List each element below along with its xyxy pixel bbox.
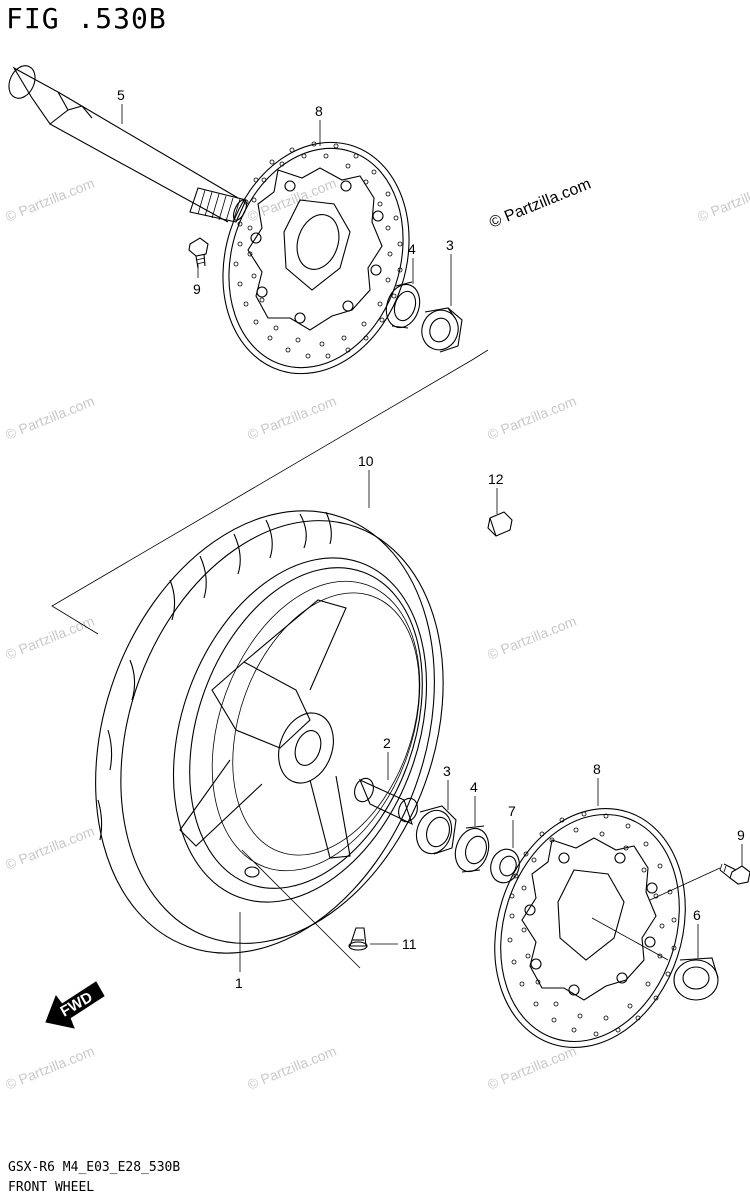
forward-direction-arrow: FWD	[45, 981, 105, 1029]
callout-10: 10	[358, 453, 374, 469]
spacer-part-7[interactable]	[486, 846, 523, 887]
callout-8-upper: 8	[315, 103, 323, 119]
callout-4-lower: 4	[470, 779, 478, 795]
watermark-text: © Partzilla.com	[3, 393, 96, 443]
watermark-text: © Partzilla.com	[485, 613, 578, 663]
watermark-text: © Partzilla.com	[3, 175, 96, 225]
callout-3-upper: 3	[446, 237, 454, 253]
valve-part-11[interactable]	[348, 927, 368, 951]
watermark-text: © Partzilla.com	[245, 1043, 338, 1093]
assembly-guide-lines	[51, 349, 489, 969]
disc-bolt-heads	[250, 180, 384, 324]
section-name: FRONT WHEEL	[8, 1180, 95, 1195]
brake-disc-part-8-lower[interactable]	[465, 784, 721, 1073]
watermark-layer: © Partzilla.com © Partzilla.com © Partzi…	[3, 175, 750, 1093]
callout-6: 6	[693, 907, 701, 923]
watermark-featured-text: © Partzilla.com	[487, 176, 593, 232]
watermark-text: © Partzilla.com	[695, 175, 750, 225]
callout-8-lower: 8	[593, 761, 601, 777]
callout-12: 12	[488, 471, 504, 487]
callout-9-lower: 9	[737, 827, 745, 843]
wheel-rim-part-1[interactable]	[128, 522, 472, 937]
callout-7: 7	[508, 803, 516, 819]
disc-bolt-heads	[524, 852, 658, 996]
disc-perforation-pattern	[507, 811, 677, 1037]
balance-weight-part-12[interactable]	[487, 511, 513, 537]
watermark-text: © Partzilla.com	[3, 823, 96, 873]
bolt-part-9-upper[interactable]	[188, 237, 209, 269]
callout-4-upper: 4	[408, 241, 416, 257]
watermark-text: © Partzilla.com	[3, 613, 96, 663]
oil-seal-part-4-lower[interactable]	[450, 824, 494, 876]
disc-perforation-pattern	[233, 141, 403, 359]
oil-seal-part-4-upper[interactable]	[381, 280, 425, 332]
watermark-text: © Partzilla.com	[3, 1043, 96, 1093]
watermark-text: © Partzilla.com	[245, 393, 338, 443]
tire-part-10[interactable]	[37, 463, 500, 1001]
brake-disc-part-8-upper[interactable]	[194, 118, 438, 398]
spacer-part-2[interactable]	[351, 776, 420, 826]
bearing-part-3-lower[interactable]	[411, 805, 457, 858]
callout-11: 11	[402, 936, 417, 952]
watermark-text: © Partzilla.com	[485, 393, 578, 443]
callouts: 5 8 9 4 3 10 12 2 3 4 7 8 9 6 11 1	[117, 87, 745, 991]
tread-pattern	[97, 511, 332, 841]
callout-9-upper: 9	[193, 281, 201, 297]
figure-title: FIG .530B	[6, 2, 167, 35]
axle-part-5[interactable]	[4, 62, 249, 223]
callout-5: 5	[117, 87, 125, 103]
collar-part-6[interactable]	[673, 957, 719, 1001]
callout-1: 1	[235, 975, 243, 991]
model-code: GSX-R6 M4_E03_E28_530B	[8, 1160, 181, 1175]
callout-3-lower: 3	[443, 763, 451, 779]
callout-2: 2	[383, 735, 391, 751]
bearing-part-3-upper[interactable]	[417, 305, 464, 354]
bolt-part-9-lower[interactable]	[719, 863, 750, 885]
watermark-text: © Partzilla.com	[485, 1043, 578, 1093]
